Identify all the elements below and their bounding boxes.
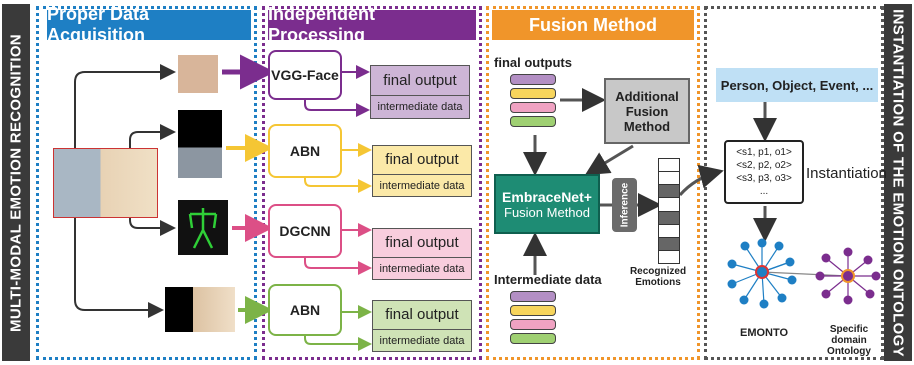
output-box-skeleton-final: final output: [373, 229, 471, 258]
processing-panel: [262, 6, 482, 360]
inference-box: Inference: [612, 178, 637, 232]
stack-green: [510, 116, 556, 127]
output-box-skeleton: final output intermediate data: [372, 228, 472, 280]
output-box-face-final: final output: [371, 66, 469, 96]
processing-header: Independent Processing: [268, 4, 476, 45]
processing-header-text: Independent Processing: [268, 4, 375, 45]
concepts-label: Person, Object, Event, ...: [720, 77, 874, 93]
network-abn-body-label: ABN: [289, 143, 321, 159]
emotion-cell: [659, 172, 679, 186]
emotion-cell: [659, 211, 679, 225]
stack-yellow: [510, 88, 556, 99]
output-box-context-final: final output: [373, 301, 471, 330]
emotion-cell: [659, 159, 679, 173]
inference-label: Inference: [619, 182, 630, 228]
concepts-box: Person, Object, Event, ...: [716, 68, 878, 102]
additional-fusion-label: Additional Fusion Method: [615, 88, 679, 134]
output-box-context-intermediate: intermediate data: [379, 334, 465, 347]
triples-box: <s1, p1, o1> <s2, p2, o2> <s3, p3, o3> .…: [724, 140, 804, 204]
output-box-skeleton-intermediate: intermediate data: [379, 262, 465, 275]
network-abn-body: ABN: [268, 124, 342, 178]
emotion-cell: [659, 250, 679, 263]
emonto-label: EMONTO: [740, 327, 789, 339]
emotion-cell: [659, 237, 679, 251]
triple-3: <s3, p3, o3>: [736, 173, 792, 184]
intermediate-data-stack: [510, 291, 556, 347]
triple-more: ...: [759, 186, 769, 197]
right-side-bar: INSTANTIATION OF THE EMOTION ONTOLOGY: [884, 4, 912, 361]
stack-pink: [510, 319, 556, 330]
embracenet-title: EmbraceNet+: [502, 188, 592, 205]
network-dgcnn: DGCNN: [268, 204, 342, 258]
domain-ontology-label: Specific domain Ontology: [827, 324, 871, 357]
acquisition-header: Proper Data Acquisition: [47, 4, 251, 45]
final-outputs-label: final outputs: [494, 55, 572, 70]
final-outputs-stack: [510, 74, 556, 130]
acquisition-tree: [74, 64, 176, 318]
emotion-cell: [659, 185, 679, 199]
stack-green: [510, 333, 556, 344]
embracenet-subtitle: Fusion Method: [504, 204, 590, 220]
output-box-context: final output intermediate data: [372, 300, 472, 352]
fusion-header: Fusion Method: [492, 10, 694, 40]
input-context-image: [165, 287, 235, 332]
domain-ontology-graph: [815, 247, 881, 305]
network-vgg-face: VGG-Face: [268, 50, 342, 100]
recognized-emotions-vector: [658, 158, 680, 264]
recognized-emotions-label: Recognized Emotions: [629, 266, 687, 288]
input-face-image: [178, 55, 218, 93]
stack-yellow: [510, 305, 556, 316]
left-side-bar: MULTI-MODAL EMOTION RECOGNITION: [2, 4, 30, 361]
network-vgg-face-label: VGG-Face: [271, 67, 339, 83]
embracenet-box: EmbraceNet+ Fusion Method: [494, 174, 600, 234]
output-box-face: final output intermediate data: [370, 65, 470, 119]
acquisition-panel: [36, 6, 257, 360]
output-box-face-intermediate: intermediate data: [377, 101, 463, 114]
emonto-graph: [727, 238, 849, 309]
stack-purple: [510, 291, 556, 302]
output-box-body-intermediate: intermediate data: [379, 179, 465, 192]
output-box-body-final: final output: [373, 146, 471, 175]
emotion-cell: [659, 198, 679, 212]
stack-purple: [510, 74, 556, 85]
network-abn-context: ABN: [268, 284, 342, 336]
output-box-body: final output intermediate data: [372, 145, 472, 197]
triple-1: <s1, p1, o1>: [736, 147, 792, 158]
network-abn-context-label: ABN: [289, 302, 321, 318]
acquisition-header-text: Proper Data Acquisition: [47, 4, 150, 45]
instantiation-label: Instantiation: [806, 165, 887, 182]
network-dgcnn-label: DGCNN: [279, 223, 331, 239]
skeleton-icon: [188, 208, 218, 249]
fusion-header-text: Fusion Method: [529, 14, 657, 35]
triple-2: <s2, p2, o2>: [736, 160, 792, 171]
intermediate-data-label: Intermediate data: [494, 272, 602, 287]
emotion-cell: [659, 224, 679, 238]
input-skeleton-image: [178, 200, 228, 255]
stack-pink: [510, 102, 556, 113]
input-photo-combined: [53, 148, 158, 218]
input-body-image: [178, 110, 222, 178]
additional-fusion-box: Additional Fusion Method: [604, 78, 690, 144]
